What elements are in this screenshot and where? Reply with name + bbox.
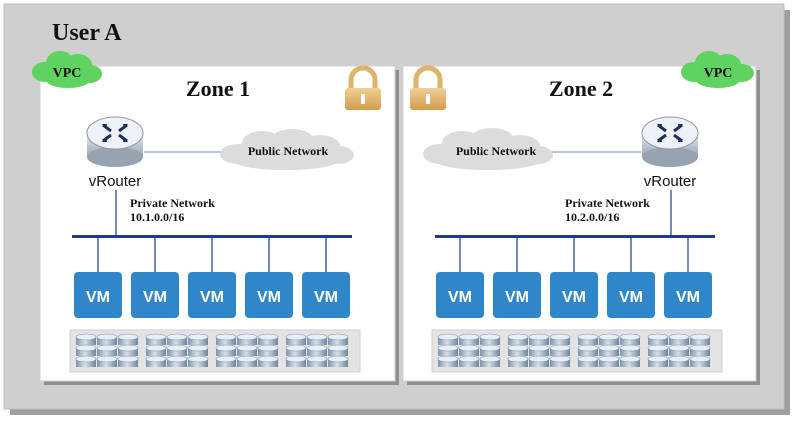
zone-2-vm-2: VM	[493, 272, 541, 318]
zone-1-panel	[39, 65, 396, 382]
vm-label: VM	[619, 289, 643, 306]
disk-stack-icon	[117, 333, 139, 367]
disk-stack-icon	[257, 333, 279, 367]
zone-1-router-label: vRouter	[89, 173, 142, 190]
disk-stack-icon	[507, 333, 529, 367]
zone-1-storage-disks	[75, 333, 349, 367]
zone-2-private-network-cidr: 10.2.0.0/16	[565, 210, 619, 224]
disk-stack-icon	[689, 333, 711, 367]
disk-stack-icon	[285, 333, 307, 367]
zone-1-public-cloud-icon	[220, 129, 354, 170]
zone-2-private-network-label: Private Network	[565, 196, 650, 210]
zone-2-panel	[402, 65, 757, 382]
vm-label: VM	[257, 289, 281, 306]
zone-1-vm-3: VM	[188, 272, 236, 318]
vm-label: VM	[314, 289, 338, 306]
vm-label: VM	[200, 289, 224, 306]
user-label: User A	[52, 20, 122, 46]
zone-1-public-network-label: Public Network	[248, 144, 329, 158]
vm-label: VM	[448, 289, 472, 306]
zone-1-vpc-cloud-icon	[32, 51, 102, 88]
zone-1-vpc-label: VPC	[53, 66, 82, 81]
disk-stack-icon	[458, 333, 480, 367]
zone-1-vm-1: VM	[74, 272, 122, 318]
zone-1-vm-5: VM	[302, 272, 350, 318]
disk-stack-icon	[668, 333, 690, 367]
vm-label: VM	[562, 289, 586, 306]
zone-1-title: Zone 1	[186, 76, 250, 101]
zone-2-title: Zone 2	[549, 76, 613, 101]
disk-stack-icon	[166, 333, 188, 367]
zone-1-vm-4: VM	[245, 272, 293, 318]
vm-label: VM	[143, 289, 167, 306]
zone-2-storage-disks	[437, 333, 711, 367]
zone-2-vm-1: VM	[436, 272, 484, 318]
zone-2-lock-icon	[410, 65, 446, 110]
zone-2-vm-3: VM	[550, 272, 598, 318]
vm-label: VM	[505, 289, 529, 306]
zone-1-router-icon	[86, 116, 144, 167]
zone-1-vm-2: VM	[131, 272, 179, 318]
zone-2-private-bus	[435, 235, 715, 238]
zone-2-vm-4: VM	[607, 272, 655, 318]
disk-stack-icon	[528, 333, 550, 367]
zone-2: Zone 2 VPC vRouter	[402, 51, 760, 385]
disk-stack-icon	[327, 333, 349, 367]
zone-1: Zone 1 VPC vRouter	[32, 51, 399, 385]
zone-2-vm-5: VM	[664, 272, 712, 318]
zone-1-private-bus	[72, 235, 352, 238]
vm-label: VM	[86, 289, 110, 306]
disk-stack-icon	[598, 333, 620, 367]
vm-label: VM	[676, 289, 700, 306]
disk-stack-icon	[619, 333, 641, 367]
zone-1-private-network-label: Private Network	[130, 196, 215, 210]
disk-stack-icon	[479, 333, 501, 367]
disk-stack-icon	[215, 333, 237, 367]
zone-2-vpc-cloud-icon	[681, 51, 754, 88]
disk-stack-icon	[145, 333, 167, 367]
zone-1-lock-icon	[345, 65, 381, 110]
disk-stack-icon	[75, 333, 97, 367]
disk-stack-icon	[647, 333, 669, 367]
disk-stack-icon	[437, 333, 459, 367]
disk-stack-icon	[306, 333, 328, 367]
zone-2-public-network-label: Public Network	[456, 144, 537, 158]
zone-2-public-cloud-icon	[423, 128, 553, 170]
disk-stack-icon	[577, 333, 599, 367]
zone-2-vpc-label: VPC	[704, 66, 733, 81]
disk-stack-icon	[96, 333, 118, 367]
disk-stack-icon	[549, 333, 571, 367]
zone-2-router-icon	[641, 116, 699, 167]
disk-stack-icon	[187, 333, 209, 367]
zone-1-private-network-cidr: 10.1.0.0/16	[130, 210, 184, 224]
zone-2-router-label: vRouter	[644, 173, 697, 190]
disk-stack-icon	[236, 333, 258, 367]
